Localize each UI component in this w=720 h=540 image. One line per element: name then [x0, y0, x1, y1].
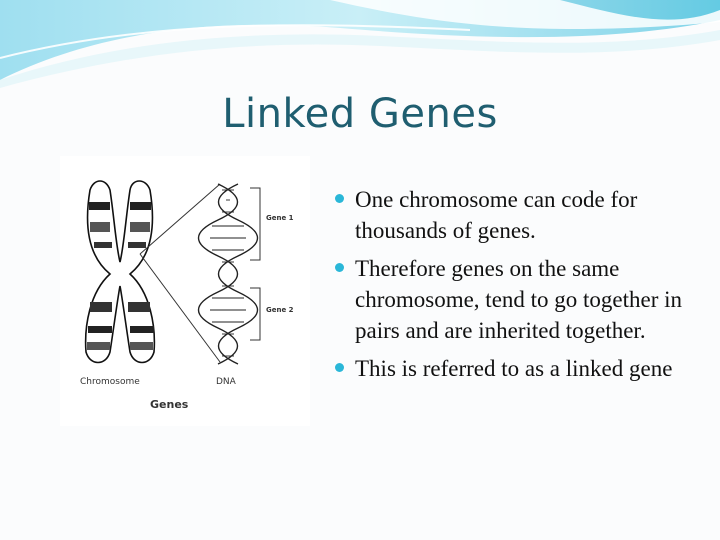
bullet-list: One chromosome can code for thousands of… — [332, 184, 692, 391]
bullet-item-2: Therefore genes on the same chromosome, … — [332, 253, 692, 346]
chromosome-icon — [84, 180, 156, 364]
bullet-item-1: One chromosome can code for thousands of… — [332, 184, 692, 246]
dna-label: DNA — [216, 377, 237, 387]
bullet-text-1: One chromosome can code for thousands of… — [355, 187, 638, 243]
dna-helix-icon — [198, 183, 258, 365]
bullet-text-3: This is referred to as a linked gene — [355, 356, 673, 381]
bullet-item-3: This is referred to as a linked gene — [332, 353, 692, 384]
round-bullet-icon — [335, 363, 344, 372]
bullet-text-2: Therefore genes on the same chromosome, … — [355, 256, 683, 343]
gene-1-label: Gene 1 — [266, 214, 294, 222]
figure-caption: Genes — [150, 398, 189, 411]
chromosome-dna-figure: Gene 1 Gene 2 Chromosome DNA Genes — [60, 156, 310, 426]
slide-title: Linked Genes — [222, 91, 498, 137]
round-bullet-icon — [335, 194, 344, 203]
gene-brackets — [250, 187, 261, 341]
round-bullet-icon — [335, 263, 344, 272]
chromosome-diagram: Gene 1 Gene 2 Chromosome DNA Genes — [80, 180, 294, 411]
gene-2-label: Gene 2 — [266, 306, 294, 314]
chromosome-label: Chromosome — [80, 377, 140, 387]
wave-banner — [0, 0, 720, 88]
